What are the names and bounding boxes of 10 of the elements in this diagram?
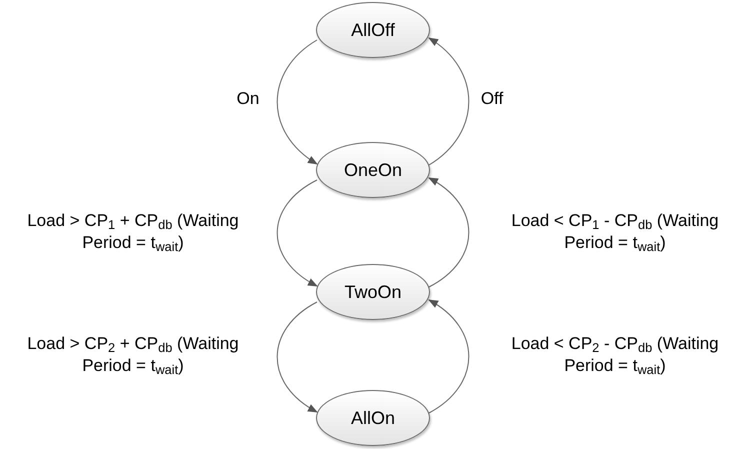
state-name: AllOn	[350, 406, 395, 430]
state-name: TwoOn	[344, 280, 402, 304]
arrow	[428, 299, 470, 414]
arrow	[276, 302, 318, 413]
arrow	[428, 177, 470, 288]
arrow	[428, 37, 470, 166]
arrow	[276, 40, 318, 165]
arrow	[276, 180, 318, 286]
state-name: OneOn	[344, 158, 402, 182]
state-name: AllOff	[351, 18, 395, 42]
